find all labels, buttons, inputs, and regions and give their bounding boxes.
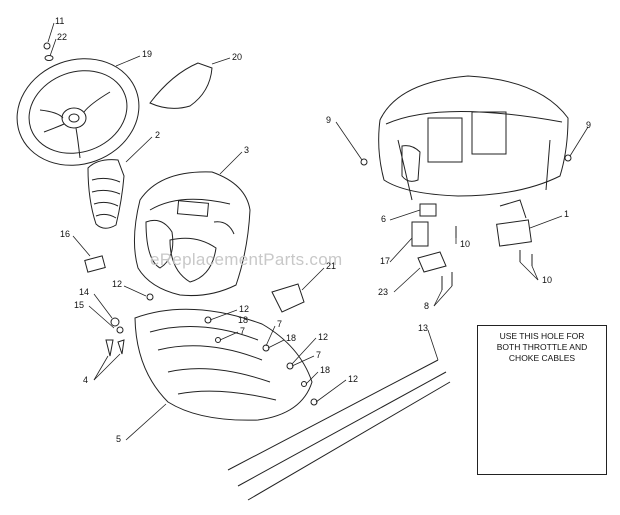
leader-lines: [47, 22, 589, 441]
hardware: [105, 293, 318, 406]
inset-note-text: USE THIS HOLE FOR BOTH THROTTLE AND CHOK…: [478, 331, 606, 364]
callout-7-c: 7: [316, 350, 322, 360]
callout-14: 14: [79, 287, 90, 297]
callout-11: 11: [55, 16, 65, 26]
callout-18-a: 18: [238, 315, 249, 325]
callout-7-b: 7: [277, 319, 283, 329]
callout-10-b: 10: [542, 275, 553, 285]
callout-9-right: 9: [586, 120, 592, 130]
callout-2: 2: [155, 130, 161, 140]
callout-8: 8: [424, 301, 430, 311]
callout-16: 16: [60, 229, 71, 239]
callout-5: 5: [116, 434, 122, 444]
note-line-2: BOTH THROTTLE AND: [496, 342, 588, 352]
callout-15: 15: [74, 300, 85, 310]
bracket-16: [84, 255, 106, 273]
note-line-1: USE THIS HOLE FOR: [499, 331, 585, 341]
callout-17: 17: [380, 256, 391, 266]
dash-console: [133, 171, 251, 296]
plate-23: [417, 251, 447, 273]
callout-12-a: 12: [112, 279, 123, 289]
callout-12-d: 12: [348, 374, 359, 384]
callout-4: 4: [83, 375, 89, 385]
callout-19: 19: [142, 49, 153, 59]
steering-cap: [149, 62, 213, 109]
callout-3: 3: [244, 145, 250, 155]
callout-21: 21: [326, 261, 337, 271]
screws: [360, 154, 572, 290]
clip-21: [271, 283, 305, 313]
rear-dash-housing: [378, 75, 569, 201]
callout-10-a: 10: [460, 239, 471, 249]
cables: [227, 359, 451, 501]
callout-22: 22: [57, 32, 68, 42]
steering-boot: [87, 159, 125, 229]
callout-18-c: 18: [320, 365, 331, 375]
dash-panel: [134, 308, 313, 421]
ignition-module: [496, 199, 532, 247]
callout-12-b: 12: [239, 304, 250, 314]
callout-13: 13: [418, 323, 429, 333]
note-line-3: CHOKE CABLES: [508, 353, 576, 363]
callout-18-b: 18: [286, 333, 297, 343]
callout-6: 6: [381, 214, 387, 224]
steering-bolt: [43, 42, 54, 61]
callout-12-c: 12: [318, 332, 329, 342]
callout-9-left: 9: [326, 115, 332, 125]
inset-note-box: USE THIS HOLE FOR BOTH THROTTLE AND CHOK…: [477, 325, 607, 475]
callout-7-a: 7: [240, 326, 246, 336]
switch-17: [411, 203, 437, 247]
callout-20: 20: [232, 52, 243, 62]
callout-1: 1: [564, 209, 570, 219]
steering-wheel: [16, 58, 140, 166]
callout-23: 23: [378, 287, 389, 297]
